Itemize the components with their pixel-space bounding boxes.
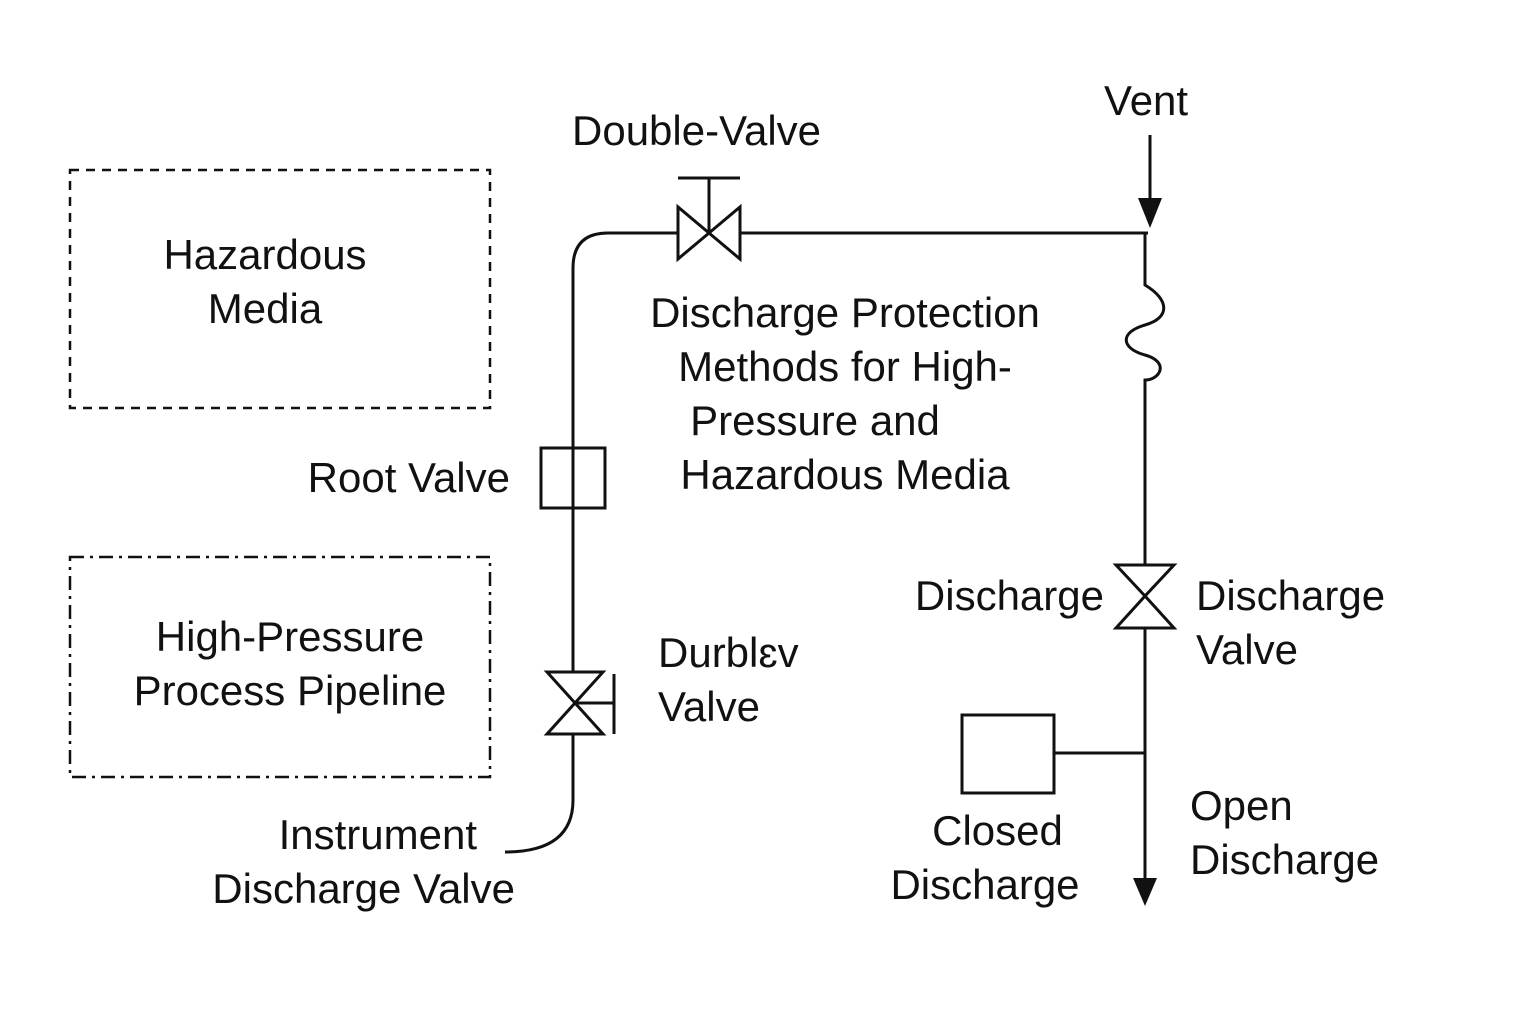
vent-arrow-icon: [1138, 198, 1162, 228]
closed-discharge-vessel: [960, 713, 1056, 795]
double-valve-lower-line1: Durblɛv: [658, 629, 799, 676]
root-valve-label: Root Valve: [307, 454, 510, 501]
left-pipe: [504, 735, 575, 854]
discharge-valve-line1: Discharge: [1196, 572, 1386, 619]
right-pipe-upper: [1124, 233, 1166, 565]
closed-discharge-line1: Closed: [932, 807, 1063, 854]
title-line4: Hazardous Media: [680, 451, 1010, 498]
left-pipe-upper: [571, 231, 678, 448]
double-valve-lower-icon: [543, 670, 616, 736]
double-valve-lower-label: Durblɛv Valve: [658, 626, 799, 734]
high-pressure-line1: High-Pressure: [155, 613, 425, 660]
open-discharge-arrow-icon: [1133, 878, 1157, 906]
instrument-discharge-valve-label: Instrument Discharge Valve: [170, 808, 515, 916]
title-line1: Discharge Protection: [650, 289, 1040, 336]
root-valve-icon: [539, 446, 607, 510]
high-pressure-line2: Process Pipeline: [133, 667, 447, 714]
open-discharge-line2: Discharge: [1190, 836, 1380, 883]
closed-discharge-line2: Discharge: [890, 861, 1080, 908]
hazardous-media-line2: Media: [207, 285, 323, 332]
vent-label: Vent: [1104, 77, 1189, 124]
discharge-valve-line2: Valve: [1196, 626, 1298, 673]
title-line3: Pressure and: [690, 397, 940, 444]
hazardous-media-boundary: [68, 168, 492, 410]
discharge-valve-icon: [1112, 563, 1178, 630]
instrument-line1: Instrument: [278, 811, 477, 858]
double-valve-top-label: Double-Valve: [572, 107, 822, 154]
closed-discharge-label: Closed Discharge: [880, 804, 1090, 912]
discharge-valve-label: Discharge Valve: [1196, 569, 1385, 677]
double-valve-lower-line2: Valve: [658, 683, 760, 730]
title-line2: Methods for High-: [678, 343, 1012, 390]
hazardous-media-line1: Hazardous: [163, 231, 367, 278]
open-discharge-label: Open Discharge: [1190, 779, 1379, 887]
diagram-title: Discharge Protection Methods for High- P…: [600, 286, 1090, 502]
double-valve-top-icon: [676, 176, 742, 263]
instrument-line2: Discharge Valve: [212, 865, 515, 912]
high-pressure-pipeline-boundary: [68, 555, 492, 779]
high-pressure-pipeline-label: High-Pressure Process Pipeline: [100, 610, 480, 718]
hazardous-media-label: Hazardous Media: [140, 228, 390, 336]
open-discharge-line1: Open: [1190, 782, 1293, 829]
discharge-left-label: Discharge: [914, 572, 1104, 619]
